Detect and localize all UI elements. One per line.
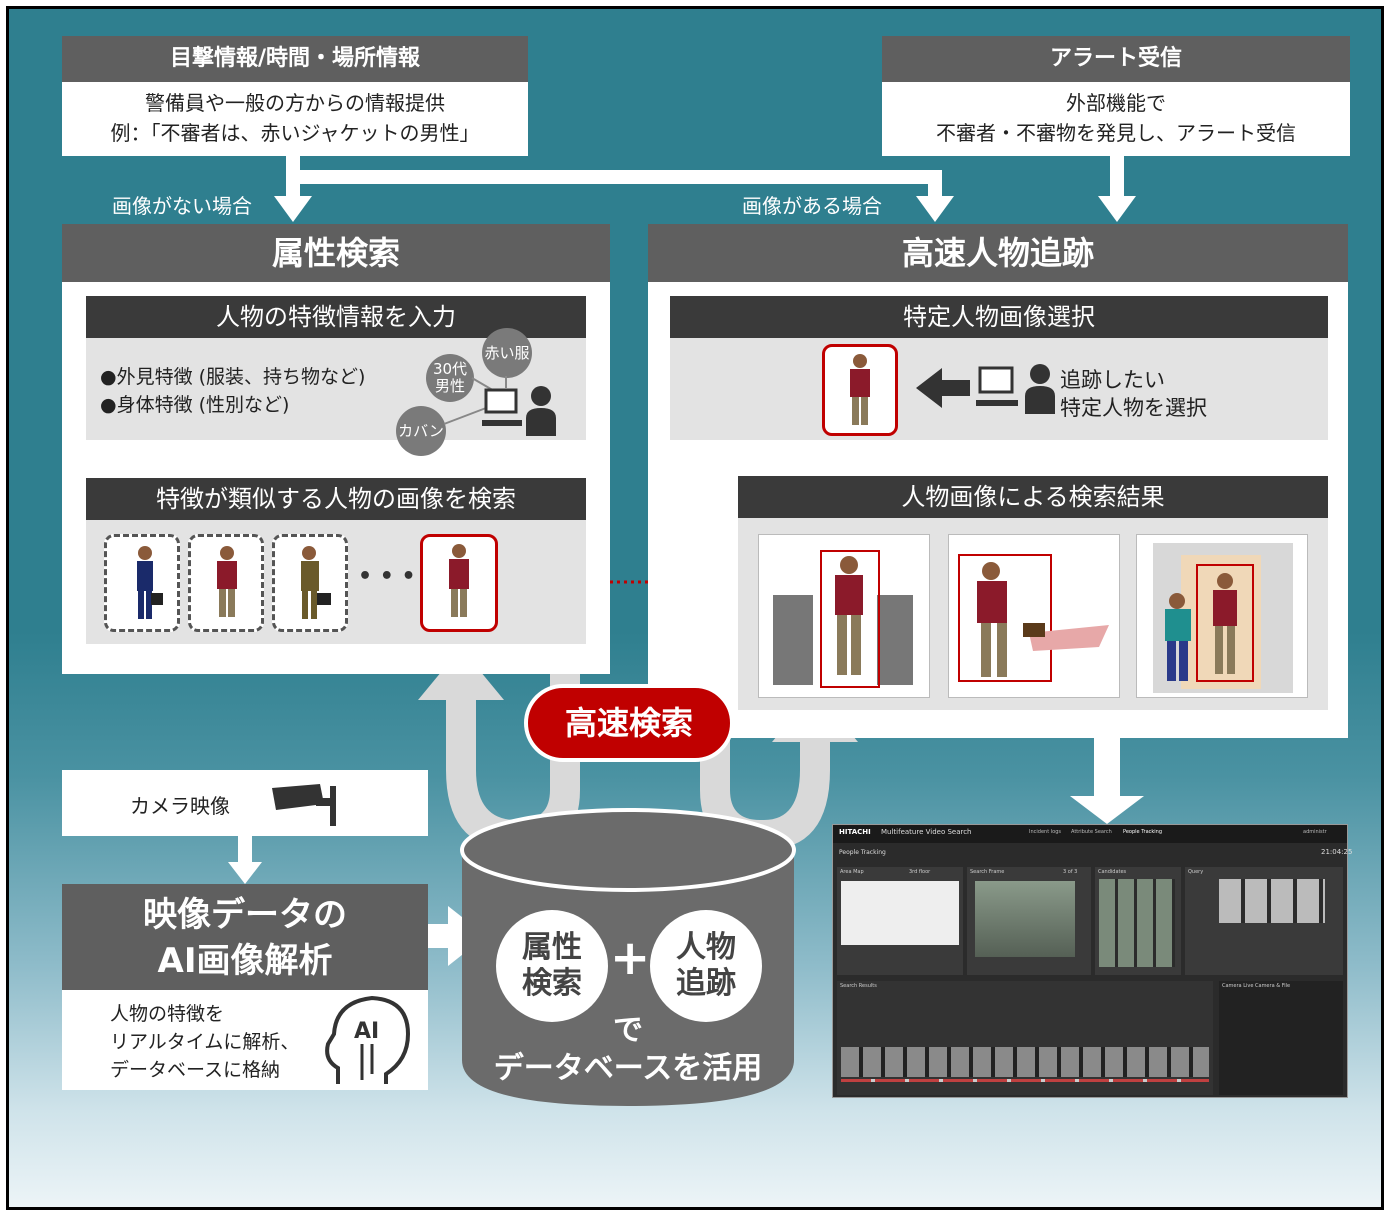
selected-candidate-thumb[interactable]	[420, 534, 498, 632]
db-caption: で データベースを活用	[493, 1013, 763, 1086]
result-image-elevator[interactable]	[1136, 534, 1308, 698]
similar-search-header: 特徴が類似する人物の画像を検索	[86, 478, 586, 520]
candidate-thumb-3[interactable]	[272, 534, 348, 632]
gate-scene	[773, 550, 913, 688]
area-map-label: Area Map	[840, 869, 864, 875]
floor-label: 3rd floor	[909, 869, 931, 875]
tag-bag: カバン	[396, 406, 446, 456]
elevator-scene	[1153, 543, 1293, 693]
candidates-label: Candidates	[1098, 869, 1127, 875]
tracking-title: 高速人物追跡	[648, 224, 1348, 282]
feature-input-panel: 人物の特徴情報を入力 ●外見特徴 (服装、持ち物など) ●身体特徴 (性別など)…	[86, 296, 586, 456]
alert-title: アラート受信	[882, 36, 1350, 82]
db-plus-sign: +	[610, 930, 651, 986]
result-image-gate[interactable]	[758, 534, 930, 698]
image-search-results-header: 人物画像による検索結果	[738, 476, 1328, 518]
target-select-panel: 特定人物画像選択 追跡したい 特定人物を選択	[670, 296, 1328, 440]
select-instruction-line1: 追跡したい	[1060, 368, 1165, 392]
branch-with-image-label: 画像がある場合	[742, 194, 882, 218]
db-attribute-search-circle: 属性検索	[496, 910, 608, 1022]
app-title: Multifeature Video Search	[881, 828, 972, 836]
person-red-jacket-icon	[850, 354, 870, 425]
witness-title: 目撃情報/時間・場所情報	[62, 36, 528, 82]
result-timeline	[841, 1079, 1209, 1082]
ai-badge-text: AI	[354, 1019, 379, 1044]
app-section-title: People Tracking	[839, 849, 886, 856]
alert-box: アラート受信 外部機能で 不審者・不審物を発見し、アラート受信	[882, 36, 1350, 156]
select-arrow-and-operator	[916, 364, 1055, 414]
select-instruction-line2: 特定人物を選択	[1060, 396, 1207, 420]
target-select-header: 特定人物画像選択	[670, 296, 1328, 338]
search-frame-video[interactable]	[975, 881, 1075, 957]
branch-no-image-label: 画像がない場合	[112, 194, 252, 218]
candidate-thumb-2[interactable]	[188, 534, 264, 632]
person-briefcase-icon	[301, 546, 331, 619]
app-brand: HITACHI	[839, 828, 871, 836]
similar-search-panel: 特徴が類似する人物の画像を検索 • • •	[86, 478, 586, 644]
result-thumb-strip[interactable]	[841, 1047, 1209, 1077]
search-results-label: Search Results	[840, 983, 877, 989]
bullet-appearance: ●外見特徴 (服装、持ち物など)	[100, 366, 366, 388]
app-area-map: Area Map 3rd floor	[837, 867, 963, 975]
attribute-search-panel: 属性検索 人物の特徴情報を入力 ●外見特徴 (服装、持ち物など) ●身体特徴 (…	[62, 224, 610, 674]
ai-analysis-box: 映像データの AI画像解析 人物の特徴を リアルタイムに解析、 データベースに格…	[62, 884, 428, 1090]
ai-analysis-desc: 人物の特徴を リアルタイムに解析、 データベースに格納	[110, 1003, 300, 1081]
floor-map[interactable]	[841, 881, 959, 945]
app-search-results: Search Results	[837, 981, 1213, 1095]
candidate-grid[interactable]	[1099, 879, 1175, 967]
app-tab-people[interactable]: People Tracking	[1123, 829, 1163, 835]
person-red-jacket-icon	[449, 544, 469, 617]
camera-feed-box: カメラ映像	[62, 770, 428, 836]
witness-line1: 警備員や一般の方からの情報提供	[145, 91, 445, 115]
image-search-results-panel: 人物画像による検索結果	[738, 476, 1328, 710]
camera-panel-label: Camera Live Camera & File	[1222, 983, 1291, 989]
app-titlebar: HITACHI Multifeature Video Search Incide…	[833, 825, 1347, 843]
witness-info-box: 目撃情報/時間・場所情報 警備員や一般の方からの情報提供 例：「不審者は、赤いジ…	[62, 36, 528, 156]
app-clock: 21:04:25	[1321, 848, 1353, 856]
ai-analysis-title: 映像データの AI画像解析	[62, 884, 428, 990]
app-query: Query	[1185, 867, 1343, 975]
query-thumbs[interactable]	[1219, 879, 1325, 923]
cctv-camera-icon	[272, 784, 336, 826]
candidate-thumb-1[interactable]	[104, 534, 180, 632]
bench-scene	[958, 554, 1109, 682]
fast-search-badge: 高速検索	[524, 684, 734, 762]
person-suit-icon	[137, 546, 163, 619]
selected-target-thumb[interactable]	[822, 344, 898, 436]
alert-line1: 外部機能で	[1066, 91, 1166, 115]
alert-line2: 不審者・不審物を発見し、アラート受信	[936, 121, 1296, 145]
ai-head-icon: AI	[325, 995, 411, 1084]
tag-age: 30代男性	[426, 354, 474, 402]
more-candidates-ellipsis: • • •	[358, 564, 416, 589]
app-tab-attribute[interactable]: Attribute Search	[1071, 829, 1112, 835]
camera-label: カメラ映像	[130, 794, 230, 818]
query-label: Query	[1188, 869, 1204, 875]
attribute-search-title: 属性検索	[62, 224, 610, 282]
app-window: HITACHI Multifeature Video Search Incide…	[832, 824, 1352, 1098]
app-tab-incident[interactable]: Incident logs	[1029, 829, 1061, 835]
witness-line2: 例：「不審者は、赤いジャケットの男性」	[110, 121, 480, 145]
operator-pc-icon	[443, 376, 556, 436]
person-red-jacket-icon	[217, 546, 237, 617]
search-frame-label: Search Frame	[970, 869, 1005, 875]
app-user[interactable]: administr	[1303, 829, 1327, 835]
search-frame-count: 3 of 3	[1063, 869, 1078, 875]
app-camera-panel: Camera Live Camera & File	[1219, 981, 1343, 1095]
app-search-frame: Search Frame 3 of 3	[967, 867, 1091, 975]
tag-red-clothes: 赤い服	[482, 328, 532, 378]
result-image-bench[interactable]	[948, 534, 1120, 698]
bullet-body: ●身体特徴 (性別など)	[100, 394, 290, 416]
tracking-panel: 高速人物追跡 特定人物画像選択 追跡したい 特定人物を選択 人物画像による検索結…	[648, 224, 1348, 738]
db-person-tracking-circle: 人物追跡	[650, 910, 762, 1022]
app-candidates: Candidates	[1095, 867, 1181, 975]
